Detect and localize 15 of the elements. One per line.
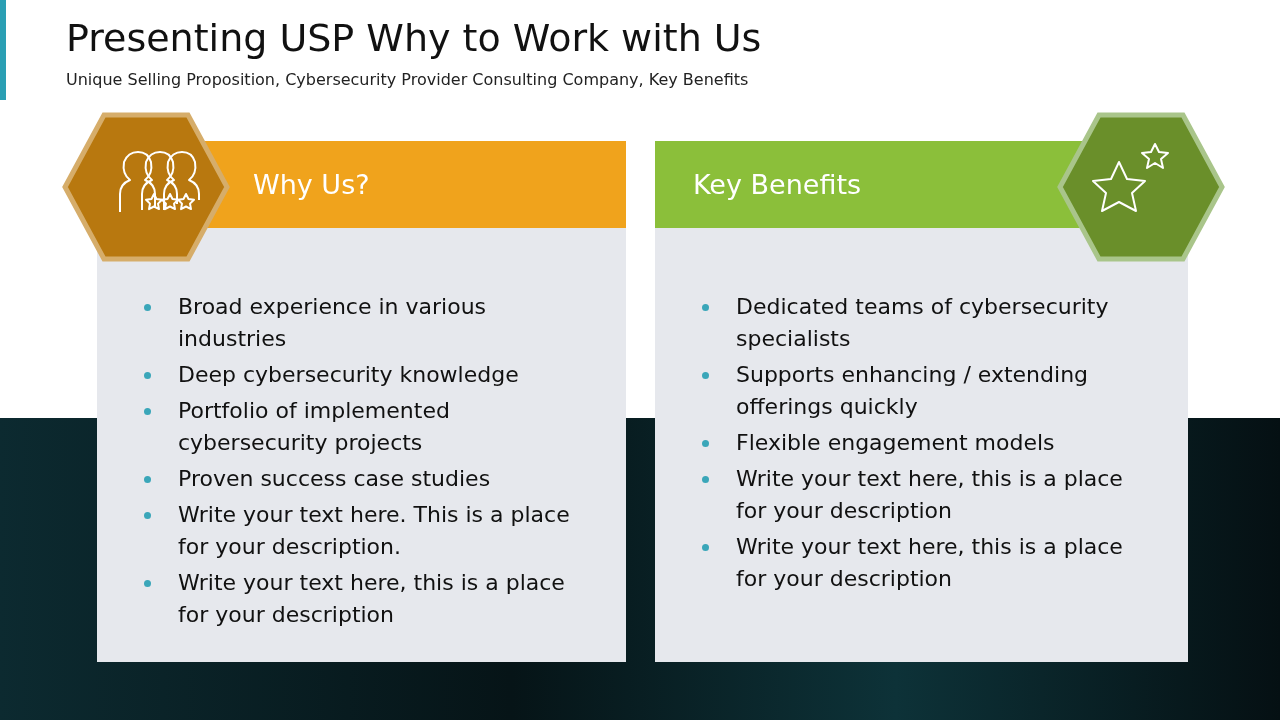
bullet-item: Write your text here, this is a place for your description (736, 531, 1159, 595)
bullet-item: Write your text here, this is a place for your description (736, 463, 1159, 527)
bullet-item: Portfolio of implemented cybersecurity projects (178, 395, 597, 459)
bullet-item: Broad experience in various industries (178, 291, 597, 355)
bullet-item: Proven success case studies (178, 463, 597, 495)
slide-title: Presenting USP Why to Work with Us (66, 16, 762, 60)
bullet-item: Flexible engagement models (736, 427, 1159, 459)
bullet-item: Dedicated teams of cybersecurity specialists (736, 291, 1159, 355)
text-card (97, 141, 626, 662)
bullet-item: Deep cybersecurity knowledge (178, 359, 597, 391)
slide-subtitle: Unique Selling Proposition, Cybersecurity Provider Consulting Company, Key Benefits (66, 70, 749, 89)
bullet-item: Supports enhancing / extending offerings quickly (736, 359, 1159, 423)
text-card (655, 141, 1188, 662)
bullet-item: Write your text here, this is a place for your description (178, 567, 597, 631)
bullet-item: Write your text here. This is a place for your description. (178, 499, 597, 563)
